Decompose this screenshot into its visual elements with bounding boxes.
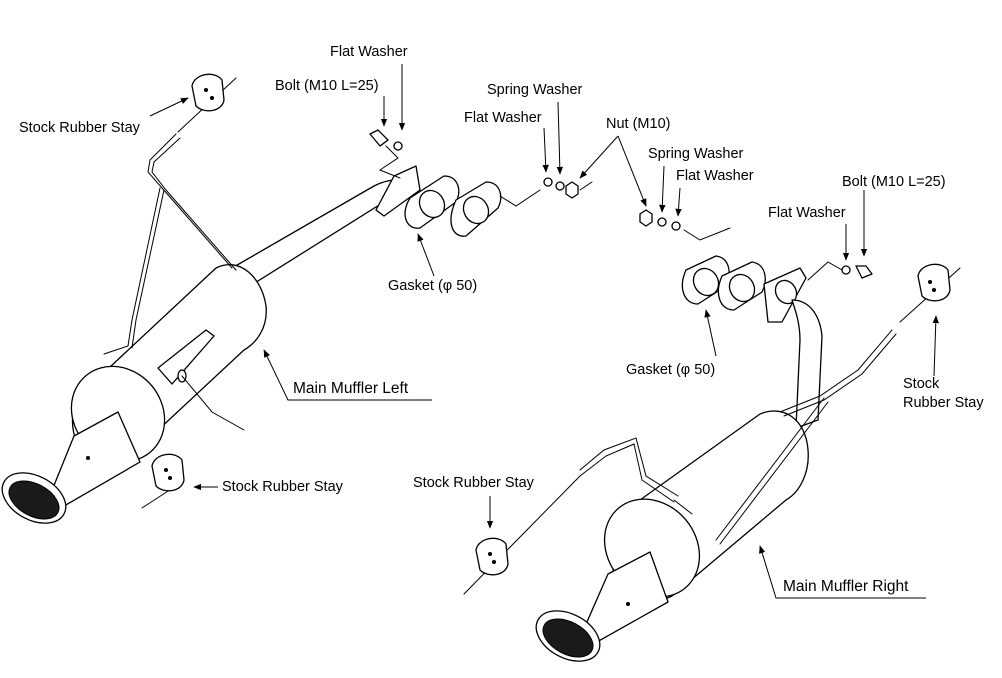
gasket-left [404, 175, 541, 237]
bolt-right [807, 261, 873, 281]
label-nut: Nut (M10) [606, 116, 671, 132]
label-flat-washer-4: Flat Washer [768, 205, 846, 221]
main-muffler-left [1, 133, 421, 524]
label-flat-washer-2: Flat Washer [464, 110, 542, 126]
label-stock-right-line2: Rubber Stay [903, 395, 984, 411]
main-muffler-right [535, 267, 897, 662]
label-stock-right-line1: Stock [903, 376, 940, 392]
label-spring-washer-2: Spring Washer [648, 146, 744, 162]
label-main-muffler-right: Main Muffler Right [783, 578, 909, 595]
label-stock-rubber-stay-bottom: Stock Rubber Stay [413, 475, 534, 491]
rubber-stay-bottom [463, 475, 581, 595]
rubber-stay-right [899, 263, 961, 323]
leader-lines [149, 64, 939, 599]
rubber-stay-mid-left [151, 453, 185, 492]
label-gasket-left: Gasket (φ 50) [388, 278, 478, 294]
gasket-right [681, 255, 766, 311]
label-flat-washer-1: Flat Washer [330, 44, 408, 60]
label-gasket-right: Gasket (φ 50) [626, 362, 716, 378]
washers-right [639, 209, 731, 241]
washers-center [543, 177, 593, 199]
label-stock-rubber-stay-top-left: Stock Rubber Stay [19, 120, 140, 136]
label-spring-washer-1: Spring Washer [487, 82, 583, 98]
label-stock-rubber-stay-mid-left: Stock Rubber Stay [222, 479, 343, 495]
label-flat-washer-3: Flat Washer [676, 168, 754, 184]
label-main-muffler-left: Main Muffler Left [293, 380, 409, 397]
label-bolt-left: Bolt (M10 L=25) [275, 78, 379, 94]
rubber-stay-top-left [177, 73, 237, 133]
bolt-left [369, 129, 403, 179]
label-bolt-right: Bolt (M10 L=25) [842, 174, 946, 190]
